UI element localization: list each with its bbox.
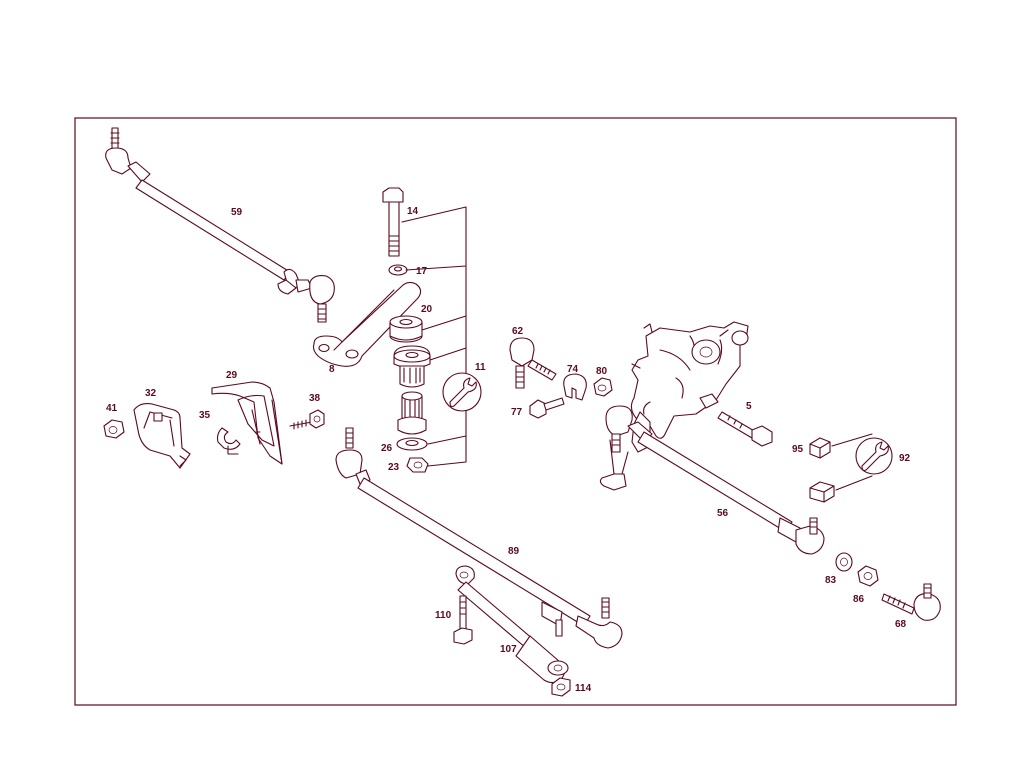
tie-rod-56[interactable] (605, 405, 825, 555)
screw-38[interactable] (289, 409, 325, 430)
group-bracket-92 (831, 433, 873, 491)
label-14: 14 (407, 206, 419, 217)
bearing-assembly-11[interactable] (393, 345, 431, 435)
label-56: 56 (717, 508, 729, 519)
label-74: 74 (567, 364, 579, 375)
label-35: 35 (199, 410, 211, 421)
steering-damper-107[interactable] (455, 565, 569, 684)
label-29: 29 (226, 370, 238, 381)
wrench-icon (855, 437, 893, 475)
label-86: 86 (853, 594, 865, 605)
washer-26[interactable] (396, 437, 428, 451)
idler-arm-8[interactable] (312, 281, 422, 367)
washer-17[interactable] (388, 264, 408, 276)
label-17: 17 (416, 266, 428, 277)
label-89: 89 (508, 546, 520, 557)
label-95: 95 (792, 444, 804, 455)
nut-92-lower[interactable] (809, 481, 835, 503)
bolt-5[interactable] (717, 411, 773, 447)
clip-74[interactable] (563, 373, 587, 401)
label-68: 68 (895, 619, 907, 630)
nut-23[interactable] (406, 457, 429, 473)
bracket-32[interactable] (133, 403, 191, 469)
ball-joint-68[interactable] (881, 583, 941, 621)
bolt-110[interactable] (453, 595, 473, 645)
nut-41[interactable] (103, 419, 125, 439)
label-26: 26 (381, 443, 393, 454)
bushing-83[interactable] (835, 552, 853, 572)
bolt-77[interactable] (529, 397, 565, 419)
label-107: 107 (500, 644, 517, 655)
label-23: 23 (388, 462, 400, 473)
label-80: 80 (596, 366, 608, 377)
nut-114[interactable] (551, 677, 571, 697)
label-114: 114 (575, 683, 592, 694)
nut-80[interactable] (593, 377, 613, 397)
label-83: 83 (825, 575, 837, 586)
label-20: 20 (421, 304, 433, 315)
label-92: 92 (899, 453, 911, 464)
label-59: 59 (231, 207, 243, 218)
label-11: 11 (475, 362, 486, 373)
shield-29[interactable] (211, 381, 283, 465)
bolt-14[interactable] (382, 187, 404, 257)
label-41: 41 (106, 403, 118, 414)
tie-rod-89[interactable] (335, 427, 623, 649)
nut-86[interactable] (857, 565, 879, 587)
ball-joint-62[interactable] (509, 337, 557, 389)
wrench-icon (442, 372, 482, 412)
clamp-35[interactable] (216, 427, 241, 455)
label-5: 5 (746, 401, 752, 412)
diagram-frame (74, 117, 957, 706)
label-32: 32 (145, 388, 157, 399)
label-110: 110 (435, 610, 452, 621)
nut-95[interactable] (809, 437, 831, 459)
label-77: 77 (511, 407, 523, 418)
label-62: 62 (512, 326, 524, 337)
label-8: 8 (329, 364, 335, 375)
tie-rod-59[interactable] (105, 127, 335, 323)
bushing-20[interactable] (389, 315, 423, 343)
group-bracket (401, 206, 467, 467)
label-38: 38 (309, 393, 321, 404)
